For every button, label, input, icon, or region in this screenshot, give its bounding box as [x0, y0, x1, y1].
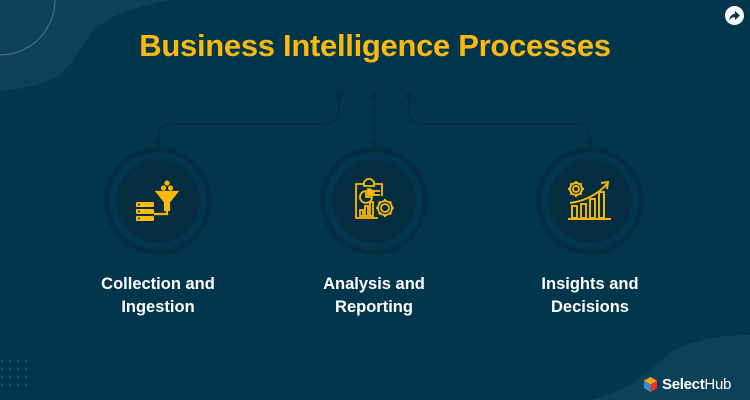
share-button[interactable] — [725, 6, 744, 25]
bottom-right-blob — [590, 335, 750, 400]
process-step-analysis: Analysis and Reporting — [304, 147, 444, 319]
step-icon-circle — [332, 159, 416, 243]
step-icon-circle — [116, 159, 200, 243]
cube-logo-icon — [643, 377, 658, 392]
top-left-blob — [0, 0, 170, 92]
connector-lines — [157, 96, 591, 143]
selecthub-logo: SelectHub — [643, 376, 731, 393]
page-title: Business Intelligence Processes — [139, 28, 611, 63]
growth-chart-gear-icon — [568, 180, 611, 220]
step-icon-circle — [548, 159, 632, 243]
step-label: Analysis and Reporting — [323, 275, 425, 316]
step-ring — [104, 147, 212, 255]
step-label: Insights and Decisions — [541, 275, 639, 316]
step-ring — [320, 147, 428, 255]
process-step-collection: Collection and Ingestion — [88, 147, 228, 319]
dot-grid — [1, 360, 27, 386]
share-arrow-icon — [729, 10, 740, 21]
step-label: Collection and Ingestion — [101, 275, 215, 316]
connector-dots — [154, 92, 594, 147]
process-step-insights: Insights and Decisions — [520, 147, 660, 319]
step-ring — [536, 147, 644, 255]
funnel-database-icon — [136, 180, 180, 221]
clipboard-chart-gear-icon — [355, 178, 394, 219]
